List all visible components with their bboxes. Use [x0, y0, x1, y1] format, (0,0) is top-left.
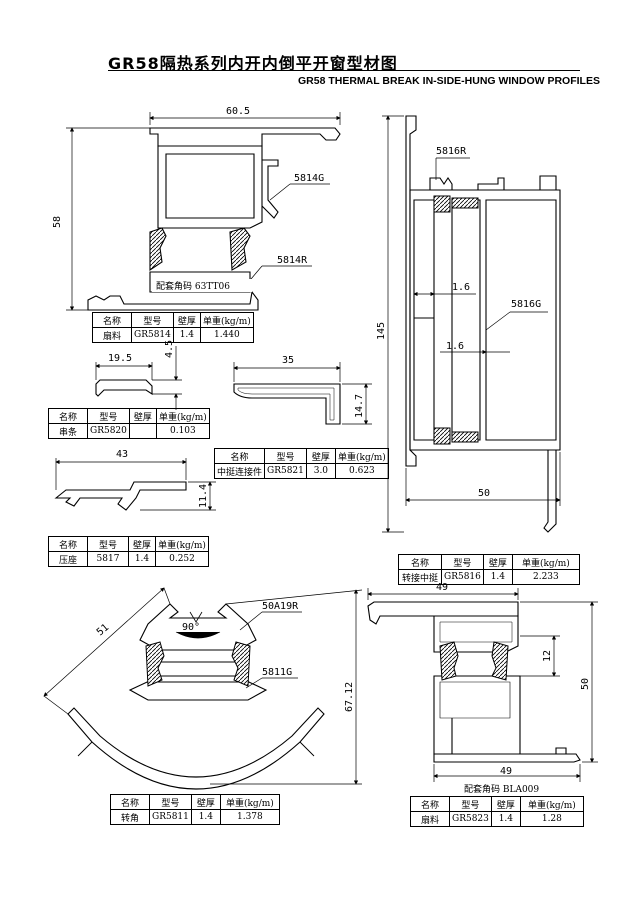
- profile-5816-label-top: 5816R: [436, 146, 467, 157]
- profile-5816-dimensions: [382, 115, 561, 533]
- profile-5816-wall-2: 1.6: [446, 341, 464, 352]
- profile-5814-width: 60.5: [226, 106, 250, 117]
- profile-5811-label-top: 50A19R: [262, 601, 299, 612]
- profile-5823-dimensions: [367, 588, 598, 782]
- profile-5820-height: 4.5: [164, 340, 175, 358]
- profile-5814-note: 配套角码 63TT06: [156, 280, 230, 292]
- title-chinese: GR58隔热系列内开内倒平开窗型材图: [108, 54, 398, 73]
- profile-5811-height: 67.12: [344, 682, 355, 712]
- profile-5814-thermal-strips: [149, 227, 251, 272]
- profile-5823-width-bottom: 49: [500, 766, 512, 777]
- profile-5811-thermal-strips: [145, 641, 251, 687]
- profile-5814-height: 58: [52, 216, 63, 228]
- profile-5814-label-bottom: 5814R: [277, 255, 308, 266]
- profile-5814-drawing: [87, 127, 341, 311]
- profile-5814-label-top: 5814G: [294, 173, 324, 184]
- profile-5816-height: 145: [376, 322, 387, 340]
- profile-5817-height: 11.4: [198, 484, 209, 508]
- profile-5823-thermal-strips: [439, 641, 509, 681]
- profile-5816-thermal-strips: [433, 195, 479, 445]
- profile-5811-label-mid: 5811G: [262, 667, 292, 678]
- title-english: GR58 THERMAL BREAK IN-SIDE-HUNG WINDOW P…: [298, 75, 600, 87]
- profile-5820-drawing: [95, 379, 153, 397]
- profile-5816-drawing: [405, 115, 561, 533]
- profile-5823-height: 50: [580, 678, 591, 690]
- profile-5816-wall-1: 1.6: [452, 282, 470, 293]
- profile-5811-side: 51: [95, 622, 111, 638]
- profile-5823-drawing: [367, 601, 581, 763]
- profile-5823-width-top: 49: [436, 582, 448, 593]
- profile-5817-drawing: [54, 481, 187, 511]
- profile-5817-width: 43: [116, 449, 128, 460]
- profile-5820-dimensions: [95, 346, 182, 410]
- profile-5823-note: 配套角码 BLA009: [464, 785, 540, 795]
- profile-5816-label-mid: 5816G: [511, 299, 541, 310]
- profile-5820-width: 19.5: [108, 353, 132, 364]
- profile-5811-angle: 90°: [182, 622, 200, 633]
- profile-5821-width: 35: [282, 355, 294, 366]
- title-rule: [108, 70, 580, 71]
- profile-5821-height: 14.7: [354, 394, 365, 418]
- profile-5823-gap: 12: [542, 650, 553, 662]
- profile-5816-width: 50: [478, 488, 490, 499]
- profile-5811-dimensions: [43, 587, 363, 785]
- profile-5821-drawing: [233, 383, 341, 425]
- profile-5821-dimensions: [233, 362, 372, 425]
- profile-5817-dimensions: [55, 458, 216, 511]
